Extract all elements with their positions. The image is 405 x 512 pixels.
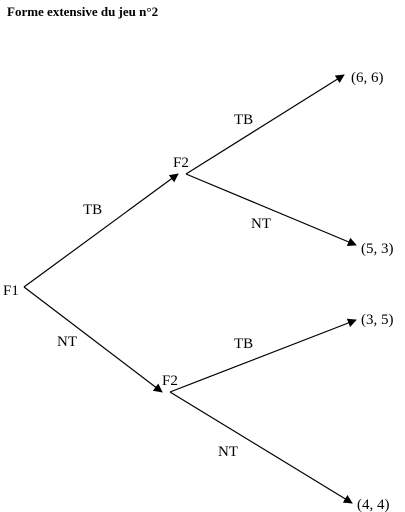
action-label-root-upper: TB <box>83 202 102 218</box>
upper-node-label: F2 <box>173 155 189 171</box>
lower-node-label: F2 <box>162 373 178 389</box>
root-node-label: F1 <box>3 283 19 299</box>
payoff-label-a: (6, 6) <box>351 70 384 86</box>
payoff-label-b: (5, 3) <box>361 241 394 257</box>
branch-upper-to-a <box>185 74 345 175</box>
branch-upper-to-b <box>185 173 357 247</box>
branch-lower-to-c <box>169 318 357 393</box>
payoff-label-c: (3, 5) <box>361 312 394 328</box>
branch-root-to-lower <box>23 286 163 393</box>
branch-root-to-upper <box>23 173 179 288</box>
payoff-label-d: (4, 4) <box>357 497 390 512</box>
action-label-upper-b: NT <box>251 216 271 232</box>
branch-lower-to-d <box>169 391 353 504</box>
action-label-root-lower: NT <box>57 334 77 350</box>
action-label-upper-a: TB <box>234 112 253 128</box>
figure-title: Forme extensive du jeu n°2 <box>7 4 159 19</box>
action-label-lower-d: NT <box>218 444 238 460</box>
action-label-lower-c: TB <box>234 336 253 352</box>
